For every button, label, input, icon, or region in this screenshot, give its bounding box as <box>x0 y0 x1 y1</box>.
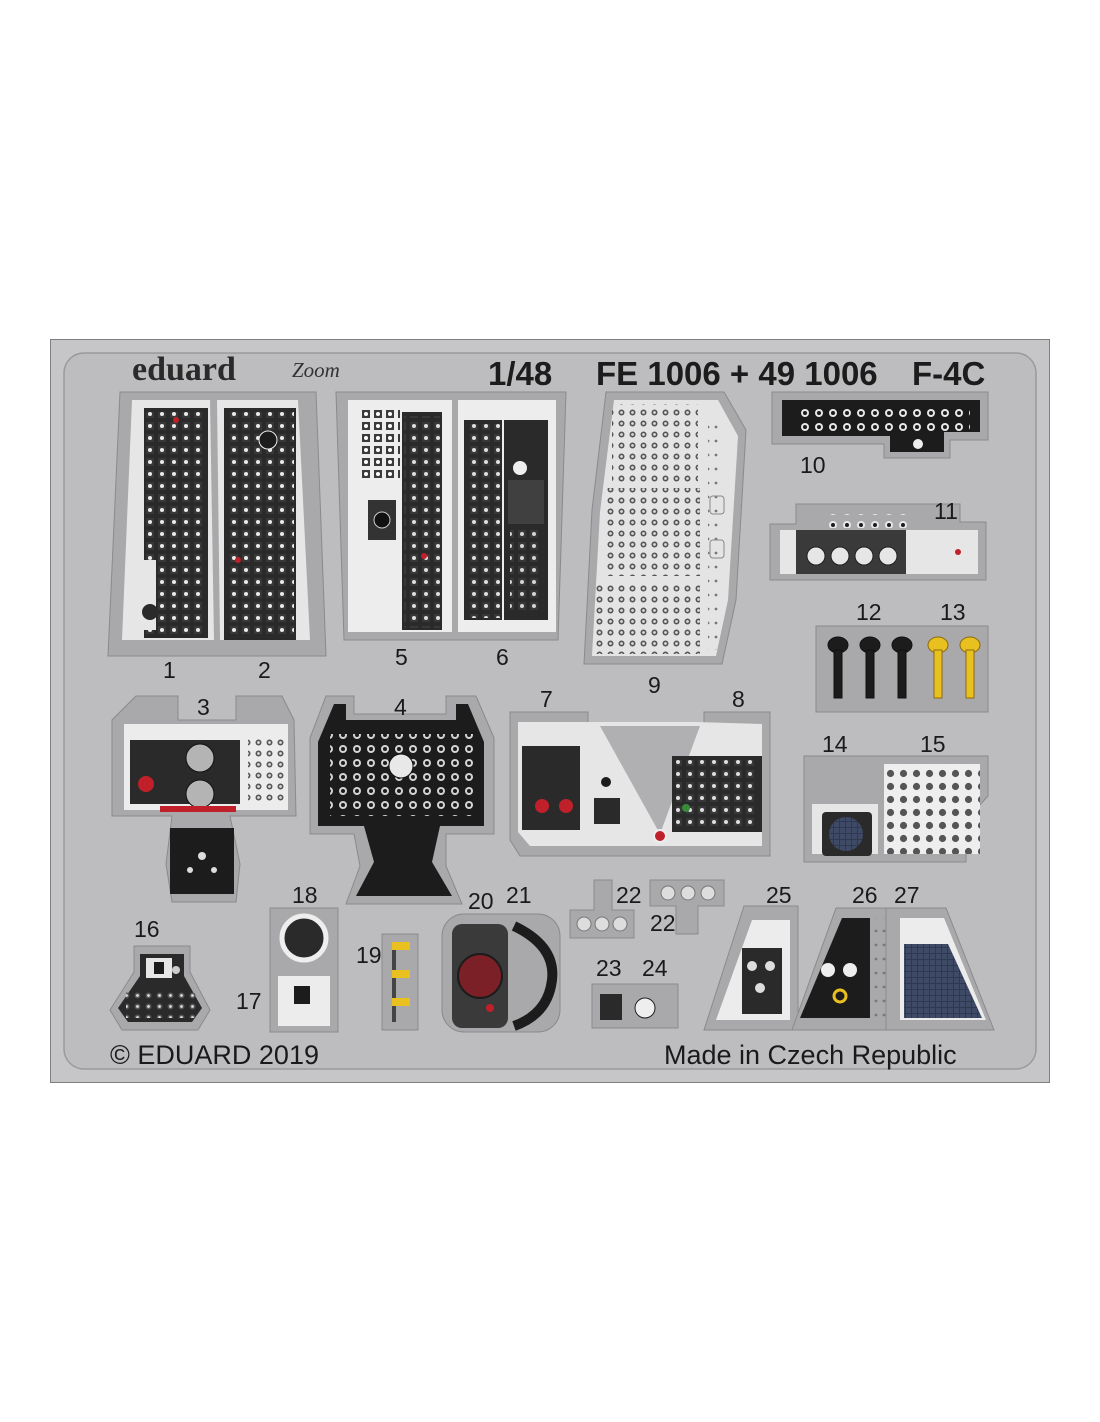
part-number: 7 <box>540 686 553 712</box>
model-label: F-4C <box>912 355 986 392</box>
part-number: 5 <box>395 644 408 670</box>
part-number: 18 <box>292 882 318 908</box>
part-12-13-handles <box>815 625 989 713</box>
part-number: 19 <box>356 942 382 968</box>
part-number: 27 <box>894 882 920 908</box>
part-5-6-console <box>335 391 567 641</box>
part-number: 2 <box>258 657 271 683</box>
brand-logo-text: eduard <box>132 351 236 388</box>
part-20-21-panel <box>441 913 561 1033</box>
part-11-panel <box>769 503 987 581</box>
part-number: 4 <box>394 694 407 720</box>
part-number: 8 <box>732 686 745 712</box>
part-number: 12 <box>856 599 882 625</box>
part-number: 6 <box>496 644 509 670</box>
part-number: 13 <box>940 599 966 625</box>
part-16-panel <box>109 945 211 1031</box>
part-9-panel <box>583 391 747 665</box>
part-14-15-panel <box>803 755 989 863</box>
part-number: 24 <box>642 955 668 981</box>
part-number: 23 <box>596 955 622 981</box>
part-23-24-panel <box>591 983 679 1029</box>
part-number: 21 <box>506 882 532 908</box>
part-7-8-panel <box>509 711 771 857</box>
part-number: 10 <box>800 452 826 478</box>
part-22-brackets <box>569 879 725 939</box>
part-number: 17 <box>236 988 262 1014</box>
part-3-panel <box>111 695 297 903</box>
part-number: 14 <box>822 731 848 757</box>
part-number: 22 <box>650 910 676 936</box>
part-number: 16 <box>134 916 160 942</box>
product-codes: FE 1006 + 49 1006 <box>596 355 878 392</box>
part-number: 1 <box>163 657 176 683</box>
part-number: 26 <box>852 882 878 908</box>
part-number: 15 <box>920 731 946 757</box>
part-25-panel <box>703 905 799 1031</box>
part-number: 25 <box>766 882 792 908</box>
brand-zoom-logo: Zoom <box>292 358 340 382</box>
origin-text: Made in Czech Republic <box>664 1040 957 1070</box>
part-number: 11 <box>934 498 958 524</box>
part-number: 22 <box>616 882 642 908</box>
part-10-panel <box>771 391 989 459</box>
part-27-panel <box>885 907 995 1031</box>
part-number: 20 <box>468 888 494 914</box>
part-number: 3 <box>197 694 210 720</box>
scale-label: 1/48 <box>488 355 553 392</box>
part-26-panel <box>791 907 891 1031</box>
part-17-18-panel <box>269 907 339 1033</box>
part-19-strip <box>381 933 419 1031</box>
part-1-2-console <box>107 391 327 657</box>
copyright-text: © EDUARD 2019 <box>110 1040 319 1070</box>
photo-etch-fret <box>50 339 1050 1083</box>
part-4-panel <box>309 695 495 905</box>
part-number: 9 <box>648 672 661 698</box>
